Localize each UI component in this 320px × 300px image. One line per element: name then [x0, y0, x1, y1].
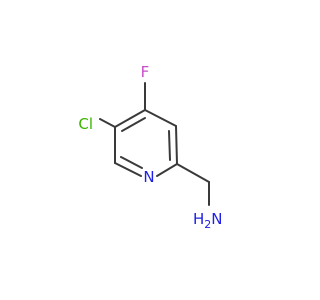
bond-c2-n — [156, 163, 178, 177]
bond-c3-c2-inner — [168, 130, 171, 161]
bond-c4-c3 — [144, 109, 177, 127]
amine-h-subscript: 2 — [204, 218, 211, 231]
bond-c2-ch2 — [176, 163, 210, 183]
amine-group-label: H2N — [193, 210, 223, 231]
amine-h-label: H — [193, 210, 204, 228]
bond-layer — [99, 82, 210, 206]
bond-n-c6-inner — [120, 156, 143, 169]
bond-n-c6 — [114, 162, 142, 177]
chlorine-atom-label: Cl — [78, 115, 93, 133]
amine-n-label: N — [211, 210, 222, 228]
bond-c5-cl — [99, 118, 116, 128]
bond-c5-c4 — [114, 109, 146, 128]
fluorine-atom-label: F — [141, 63, 150, 81]
ring-nitrogen-label: N — [143, 168, 154, 186]
structure-canvas: Cl F N H2N — [78, 63, 223, 231]
bond-c5-c4-inner — [121, 117, 146, 132]
molecule-structure: Cl F N H2N — [78, 63, 223, 231]
bond-c3-c2 — [175, 125, 178, 165]
